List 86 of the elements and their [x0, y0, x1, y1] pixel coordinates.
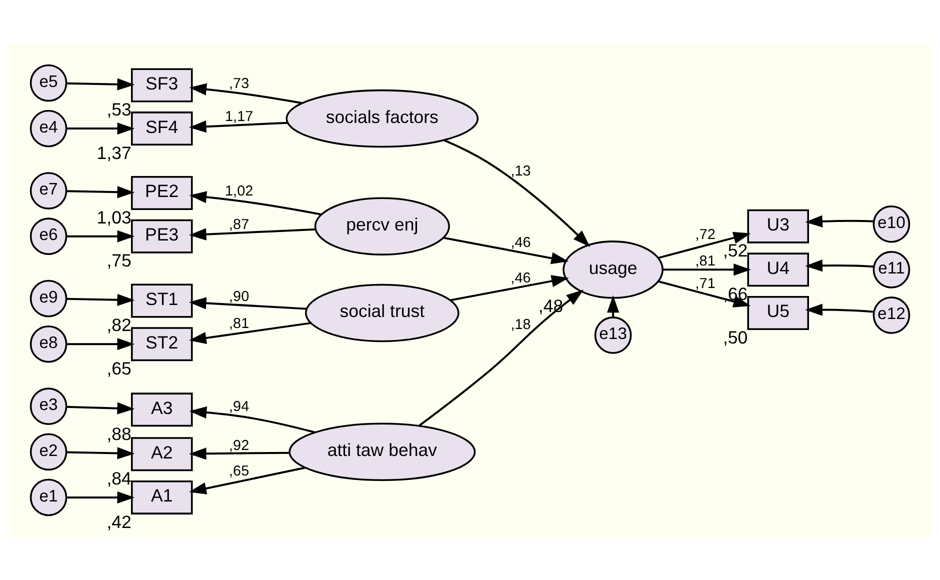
arrow	[805, 214, 874, 227]
arrow	[188, 447, 290, 460]
edge-label: ,73	[229, 75, 250, 92]
node-circle: e12	[872, 296, 910, 334]
arrow	[188, 120, 288, 132]
edge-label: ,90	[229, 288, 250, 305]
node-circle: e10	[872, 204, 910, 242]
node-ellipse: socials factors	[286, 88, 479, 148]
edge-label: ,18	[510, 316, 531, 332]
arrow	[444, 138, 590, 246]
node-label: ,75	[106, 250, 132, 270]
arrow	[66, 122, 135, 134]
arrow	[66, 78, 135, 90]
node-circle: e9	[30, 279, 68, 317]
node-ellipse: social trust	[304, 283, 460, 342]
node-circle: e8	[30, 324, 68, 362]
arrow	[188, 296, 306, 310]
node-ellipse: atti taw behav	[288, 422, 476, 480]
edge-label: ,94	[229, 398, 250, 415]
node-label: ,52	[723, 240, 748, 260]
arrow	[189, 406, 316, 433]
node-label: 1,03	[96, 206, 132, 227]
node-ellipse: percv enj	[314, 196, 450, 255]
arrow	[805, 303, 874, 316]
node-box: U3	[747, 208, 810, 243]
node-box: SF4	[130, 111, 193, 146]
node-label: ,42	[106, 511, 132, 532]
node-label: 1,37	[96, 142, 132, 162]
arrow	[66, 402, 135, 414]
node-box: U4	[747, 252, 810, 286]
edge-label: ,87	[229, 216, 250, 232]
arrow	[450, 274, 569, 301]
node-label: ,50	[723, 326, 748, 347]
arrow	[188, 322, 311, 344]
node-label: ,82	[106, 314, 132, 335]
edge-label: 1,17	[225, 108, 254, 125]
arrow	[66, 446, 135, 459]
edge-label: ,81	[695, 253, 716, 270]
node-circle: e3	[30, 387, 68, 424]
arrow	[66, 230, 135, 242]
edge-label: 1,02	[225, 183, 254, 200]
arrow	[658, 231, 751, 258]
node-box: ST1	[130, 283, 193, 318]
arrow	[658, 280, 751, 307]
arrow	[662, 263, 751, 276]
node-label: ,65	[106, 358, 132, 378]
arrow	[188, 466, 306, 494]
node-circle: e2	[30, 432, 68, 470]
edge-label: ,46	[510, 270, 531, 286]
node-box: PE2	[130, 176, 193, 210]
node-label: ,53	[106, 99, 132, 120]
node-circle: e1	[30, 478, 68, 516]
node-box: ST2	[130, 326, 193, 361]
arrow	[66, 490, 135, 504]
arrow	[66, 186, 135, 198]
node-box: PE3	[130, 218, 193, 253]
node-box: U5	[747, 296, 810, 330]
node-circle: e13	[594, 316, 632, 354]
edge-label: ,46	[510, 234, 531, 250]
node-label: ,48	[538, 296, 564, 316]
edge-label: ,65	[229, 463, 250, 480]
edge-label: ,13	[510, 163, 531, 180]
node-box: A3	[130, 392, 193, 426]
node-circle: e5	[30, 64, 68, 102]
node-circle: e7	[30, 172, 68, 209]
node-ellipse: usage	[562, 240, 664, 298]
arrow	[66, 293, 135, 306]
edge-label: ,81	[229, 315, 250, 332]
node-circle: e11	[872, 250, 910, 288]
node-label: ,88	[106, 424, 132, 444]
arrow	[418, 289, 584, 426]
node-circle: e6	[30, 217, 68, 254]
arrow	[443, 236, 569, 264]
edge-label: ,71	[695, 275, 716, 292]
node-box: A2	[130, 436, 193, 471]
arrow	[188, 228, 316, 240]
arrow	[189, 190, 322, 215]
arrow	[189, 82, 302, 104]
node-label: ,84	[106, 468, 132, 488]
edge-label: ,92	[229, 438, 250, 454]
node-circle: e4	[30, 109, 68, 147]
node-box: A1	[130, 480, 193, 514]
node-box: SF3	[130, 68, 193, 102]
arrow	[66, 338, 135, 350]
edge-label: ,72	[695, 226, 716, 242]
arrow	[805, 259, 874, 272]
